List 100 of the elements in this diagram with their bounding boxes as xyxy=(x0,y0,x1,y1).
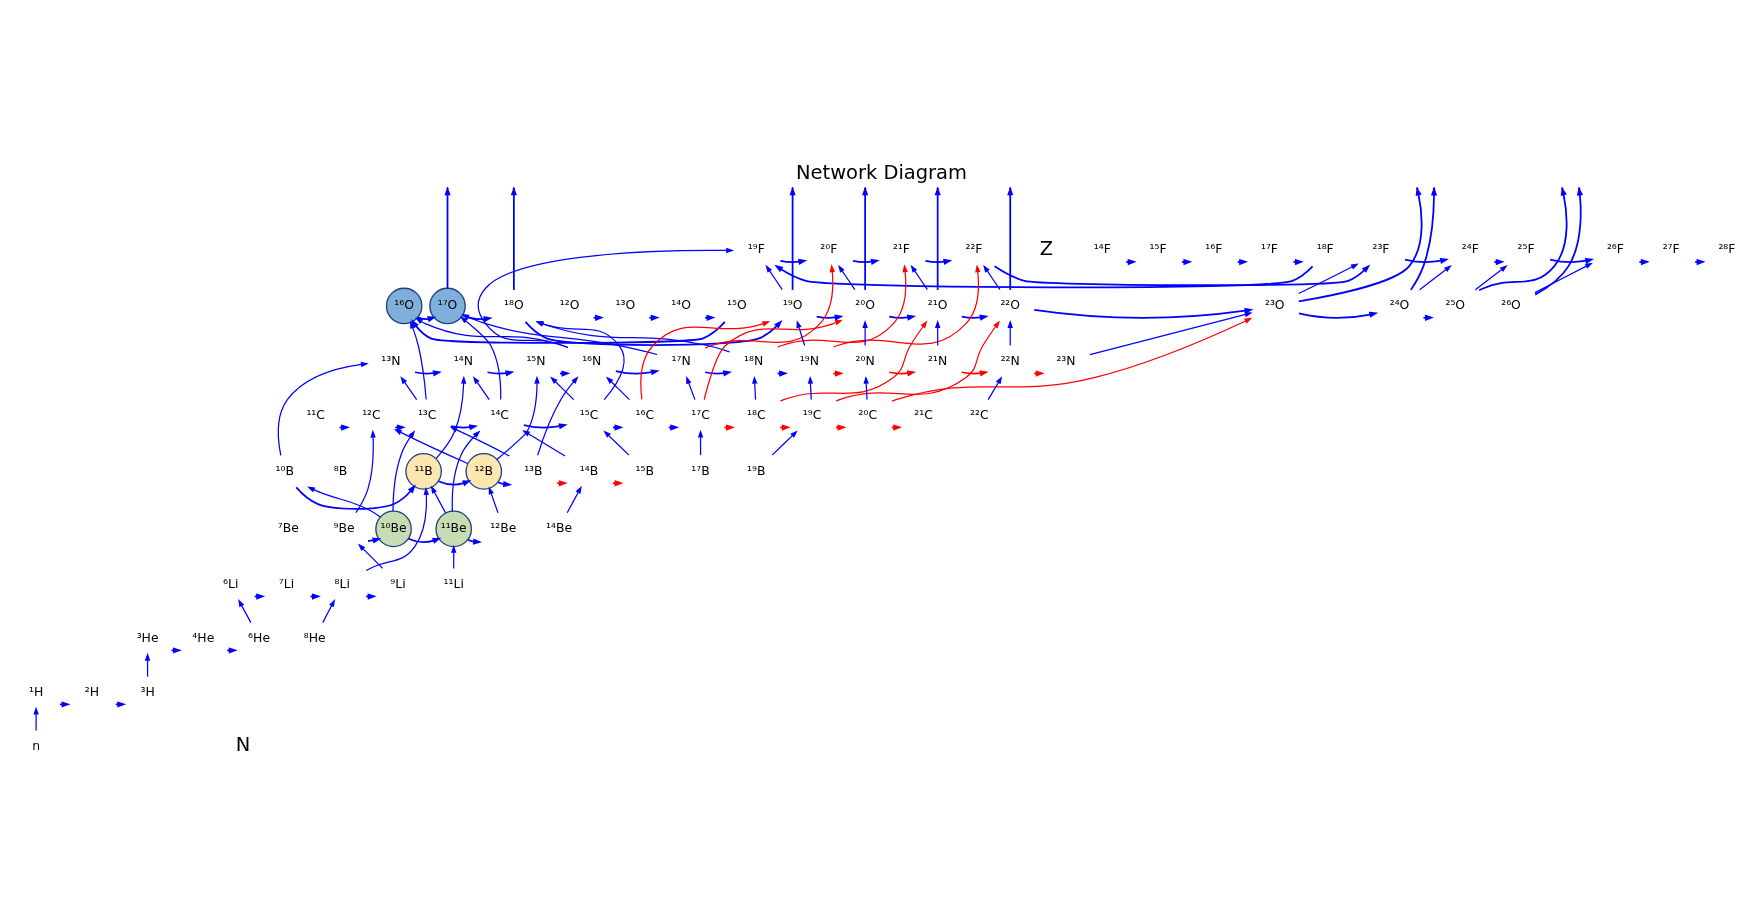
arrow xyxy=(1422,314,1434,321)
node-text: ²²C xyxy=(969,407,989,422)
arrow xyxy=(686,376,696,401)
node-text: ¹⁵C xyxy=(579,407,599,422)
arrow xyxy=(934,320,941,347)
arrow xyxy=(704,370,733,377)
arrow xyxy=(414,370,442,377)
arrow xyxy=(307,486,382,518)
arrow xyxy=(703,319,843,401)
arrow xyxy=(838,264,856,291)
node-text: ²⁴F xyxy=(1461,242,1479,257)
arrow xyxy=(393,429,469,465)
node-text: ¹³B xyxy=(524,463,543,478)
node-text: ¹⁹F xyxy=(747,242,765,257)
node-text: ²⁵F xyxy=(1517,242,1535,257)
node-text: ¹⁵B xyxy=(635,463,655,478)
arrow xyxy=(472,376,490,401)
arrow xyxy=(934,186,941,291)
node-text: ¹²Be xyxy=(490,521,517,536)
arrow xyxy=(807,375,814,401)
arrow xyxy=(605,376,631,401)
arrow xyxy=(983,264,1001,291)
node-text: ²¹C xyxy=(914,407,933,422)
arrow xyxy=(459,316,502,401)
arrow xyxy=(477,247,735,349)
node-text: ¹⁴C xyxy=(490,407,509,422)
node-text: ⁸Li xyxy=(334,576,350,591)
node-circle: ¹⁰Be xyxy=(375,510,412,548)
node-text: ¹⁴F xyxy=(1093,242,1111,257)
arrow xyxy=(295,484,416,510)
arrow xyxy=(550,376,575,401)
node-text: ²⁰N xyxy=(855,353,875,368)
arrow xyxy=(1419,265,1452,291)
node-text: ⁸He xyxy=(303,630,326,645)
arrow xyxy=(430,485,447,514)
arrow xyxy=(1694,259,1706,266)
node-text: ¹⁴Be xyxy=(545,521,573,536)
node-text: ¹³C xyxy=(417,407,437,422)
arrow xyxy=(910,264,928,291)
arrow xyxy=(987,376,1003,401)
node-text: ¹⁸C xyxy=(747,407,766,422)
arrow xyxy=(1033,307,1254,319)
node-text: ⁶Li xyxy=(223,576,239,591)
arrow xyxy=(449,426,510,457)
node-text: ¹⁹N xyxy=(799,353,819,368)
arrow xyxy=(704,264,836,349)
arrow xyxy=(367,537,382,544)
arrow xyxy=(1534,262,1593,294)
arrow xyxy=(1292,259,1304,266)
arrow xyxy=(1298,263,1359,295)
node-text: ¹⁶C xyxy=(635,407,655,422)
arrow xyxy=(435,375,467,459)
node-text: ²¹O xyxy=(927,298,948,313)
arrow xyxy=(779,258,808,265)
node-text: ¹⁷N xyxy=(671,353,691,368)
arrow xyxy=(1474,265,1508,291)
node-text: ²⁰C xyxy=(858,407,878,422)
arrow xyxy=(410,320,427,401)
node-text: ²⁷F xyxy=(1662,242,1680,257)
arrow xyxy=(862,320,868,347)
arrow xyxy=(765,264,783,291)
node-text: ⁹Li xyxy=(390,576,406,591)
node-text: ¹⁸O xyxy=(504,298,524,313)
arrow xyxy=(1638,259,1650,266)
node-text: ⁶He xyxy=(248,630,271,645)
arrow xyxy=(355,429,376,514)
node-circle: ¹¹B xyxy=(405,453,442,490)
arrow xyxy=(1007,186,1014,291)
arrow xyxy=(1404,257,1449,264)
node-text: ²³F xyxy=(1372,242,1390,257)
arrow xyxy=(451,430,481,512)
node-text: ¹⁹O xyxy=(782,298,803,313)
node-text: ⁷Li xyxy=(278,576,295,591)
arrow xyxy=(437,480,472,487)
node-text: n xyxy=(32,738,41,753)
label: N xyxy=(235,733,251,757)
arrow xyxy=(407,537,442,544)
node-text: ¹⁸F xyxy=(1316,242,1334,257)
node-text: ¹³O xyxy=(615,298,636,313)
node-text: ³He xyxy=(136,630,159,645)
arrow xyxy=(888,370,917,377)
arrow xyxy=(488,486,499,514)
node-text: ¹⁴N xyxy=(453,353,474,368)
node-text: ¹²C xyxy=(362,407,381,422)
node-text: ¹¹C xyxy=(306,407,325,422)
node-text: ⁸B xyxy=(333,463,348,478)
node-text: ¹⁰B xyxy=(275,463,294,478)
arrow xyxy=(960,370,989,377)
arrow xyxy=(277,361,369,456)
arrow xyxy=(400,376,418,401)
arrow xyxy=(614,369,660,376)
node-text: ¹²O xyxy=(559,298,580,313)
arrow xyxy=(1297,186,1423,303)
node-text: ²⁵O xyxy=(1445,298,1466,313)
arrow xyxy=(522,423,568,430)
diagram-title: Network Diagram xyxy=(796,160,967,184)
node-text: ¹⁵N xyxy=(526,353,546,368)
node-text: ²⁶F xyxy=(1606,242,1624,257)
node-text: ¹⁸N xyxy=(744,353,764,368)
node-text: ²⁰O xyxy=(855,298,875,313)
